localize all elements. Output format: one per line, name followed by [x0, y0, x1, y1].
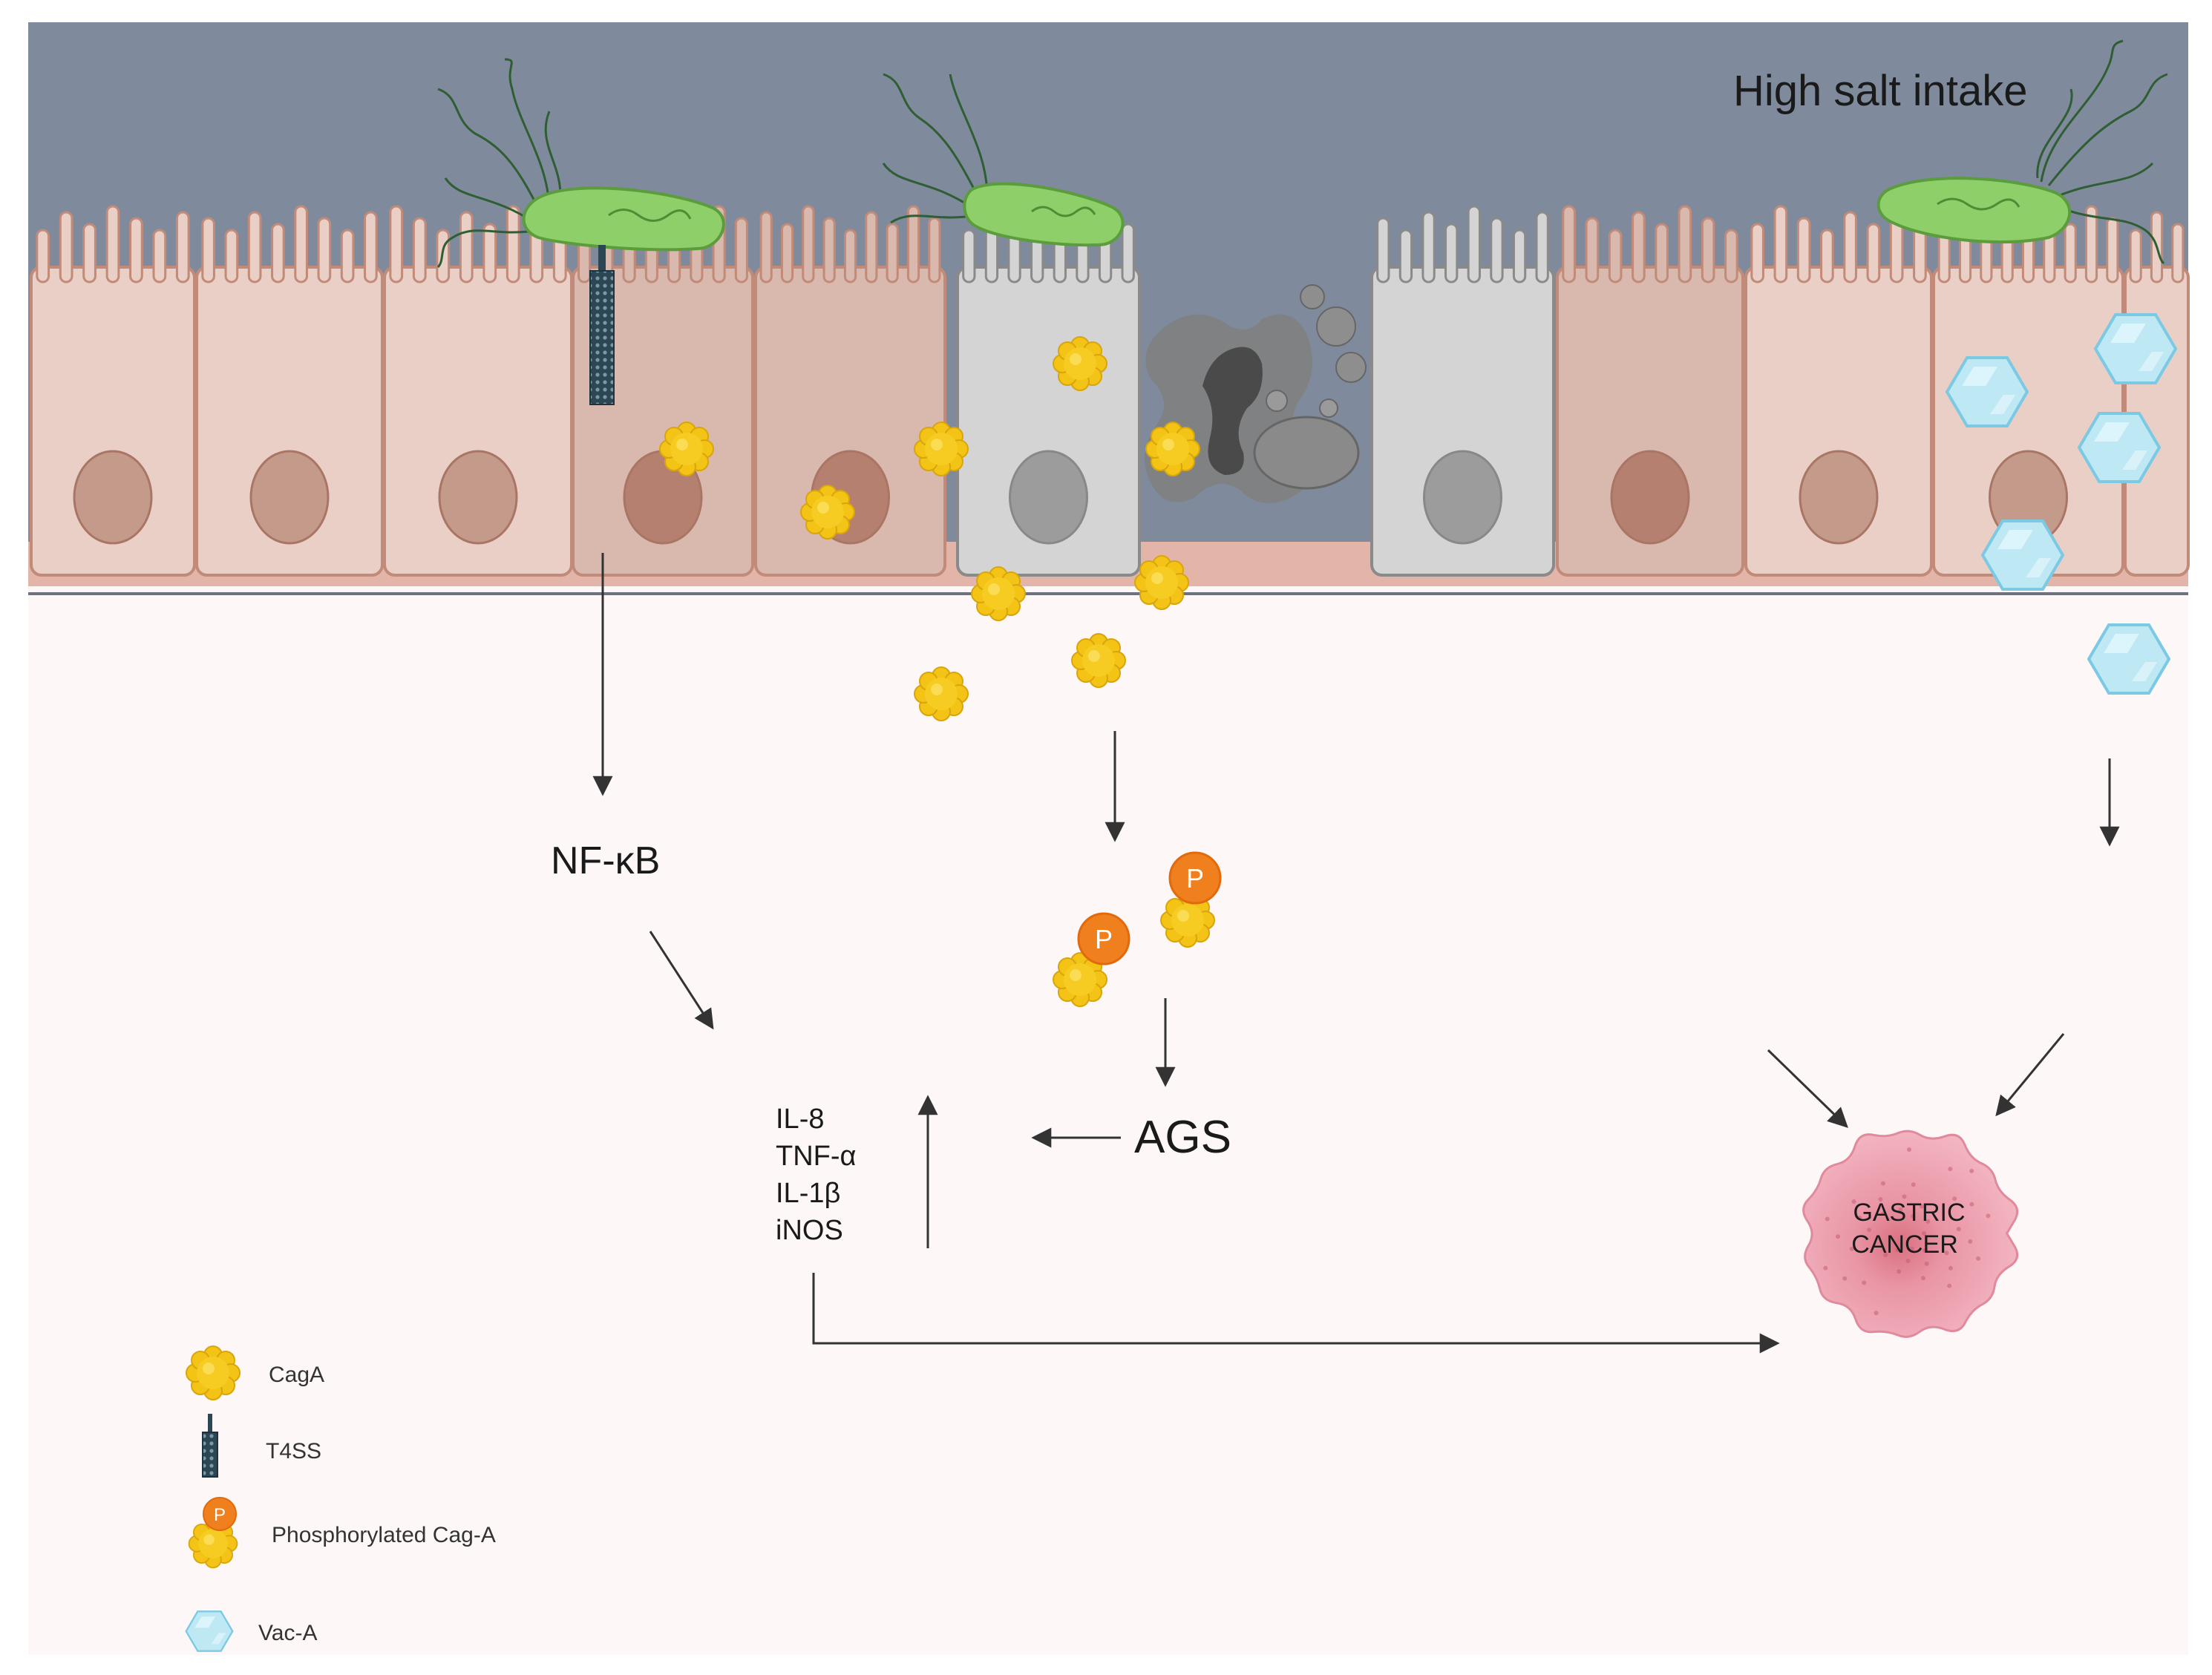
cytokine-item: IL-8: [776, 1104, 824, 1135]
caga-molecule: [800, 485, 855, 540]
epithelial-cell: [2124, 211, 2190, 577]
legend-label: Vac-A: [258, 1621, 317, 1645]
caga-molecule: [914, 422, 969, 476]
epithelial-cell: [1932, 205, 2124, 577]
high-salt-label: High salt intake: [1733, 67, 2028, 115]
phosphorylated-caga-1: P: [1160, 851, 1222, 948]
arrow-cytokines-to-cancer: [812, 1273, 1780, 1354]
nfkb-label: NF-κB: [551, 839, 660, 882]
cancer-label-line2: CANCER: [1851, 1230, 1958, 1259]
epithelial-cell: [30, 205, 196, 577]
cell-nucleus: [1423, 450, 1502, 545]
legend-item-vaca: Vac-A: [185, 1610, 317, 1652]
epithelial-cell: [1744, 205, 1933, 577]
legend-item-caga: CagA: [186, 1345, 324, 1400]
legend-label: CagA: [269, 1363, 324, 1387]
caga-icon: [186, 1345, 240, 1400]
cell-nucleus: [1009, 450, 1088, 545]
epithelial-cell: [383, 205, 573, 577]
caga-molecule: [1071, 633, 1126, 688]
arrow-nfkb-to-cytokines: [649, 931, 714, 1030]
cancer-label-line1: GASTRIC: [1853, 1199, 1965, 1227]
legend-item-t4ss: T4SS: [202, 1414, 321, 1478]
legend-label: T4SS: [266, 1439, 321, 1463]
caga-molecule: [659, 422, 714, 476]
cell-nucleus: [73, 450, 153, 545]
epithelial-cell: [1370, 205, 1555, 577]
h-pylori-bacterium-center: [882, 73, 1125, 247]
cytokine-list: IL-8 TNF-α IL-1β iNOS: [776, 1104, 857, 1246]
t4ss-needle: [589, 245, 615, 405]
caga-molecule: [1053, 336, 1107, 391]
t4ss-icon: [202, 1414, 218, 1478]
caga-molecule: [1134, 555, 1189, 610]
phospho-badge-label: P: [1186, 863, 1204, 894]
cytokine-item: IL-1β: [776, 1178, 840, 1209]
phospho-badge-label: P: [1095, 924, 1113, 954]
h-pylori-bacterium-right: [1876, 39, 2168, 265]
cytokine-item: TNF-α: [776, 1141, 857, 1172]
legend: CagA T4SS P Phosphorylated Cag-A Vac-A: [185, 1345, 496, 1652]
caga-molecule: [971, 566, 1026, 621]
pathway-arrows: [592, 553, 2120, 1354]
cytokine-item: iNOS: [776, 1215, 843, 1246]
gastric-cancer-cell: GASTRIC CANCER: [1802, 1130, 2019, 1338]
legend-item-phosphorylated-caga: P Phosphorylated Cag-A: [188, 1497, 496, 1569]
cell-nucleus: [438, 450, 518, 545]
cell-nucleus: [1610, 450, 1690, 545]
cell-nucleus: [1799, 450, 1879, 545]
ags-label: AGS: [1134, 1112, 1231, 1163]
phosphorylated-caga-2: P: [1053, 912, 1130, 1007]
arrow-left-to-cancer: [1767, 1049, 1848, 1128]
epithelial-cell-layer: [30, 205, 2190, 577]
caga-molecule: [1145, 422, 1200, 476]
epithelial-cell: [1556, 205, 1744, 577]
phosphorylated-caga-icon: P: [188, 1497, 238, 1569]
legend-label: Phosphorylated Cag-A: [272, 1523, 496, 1547]
phospho-badge-label: P: [214, 1505, 226, 1525]
epithelial-cell: [195, 205, 384, 577]
h-pylori-bacterium-left: [436, 58, 725, 269]
cell-nucleus: [249, 450, 330, 545]
caga-molecule: [914, 666, 969, 721]
arrow-right-to-cancer: [1995, 1033, 2065, 1117]
